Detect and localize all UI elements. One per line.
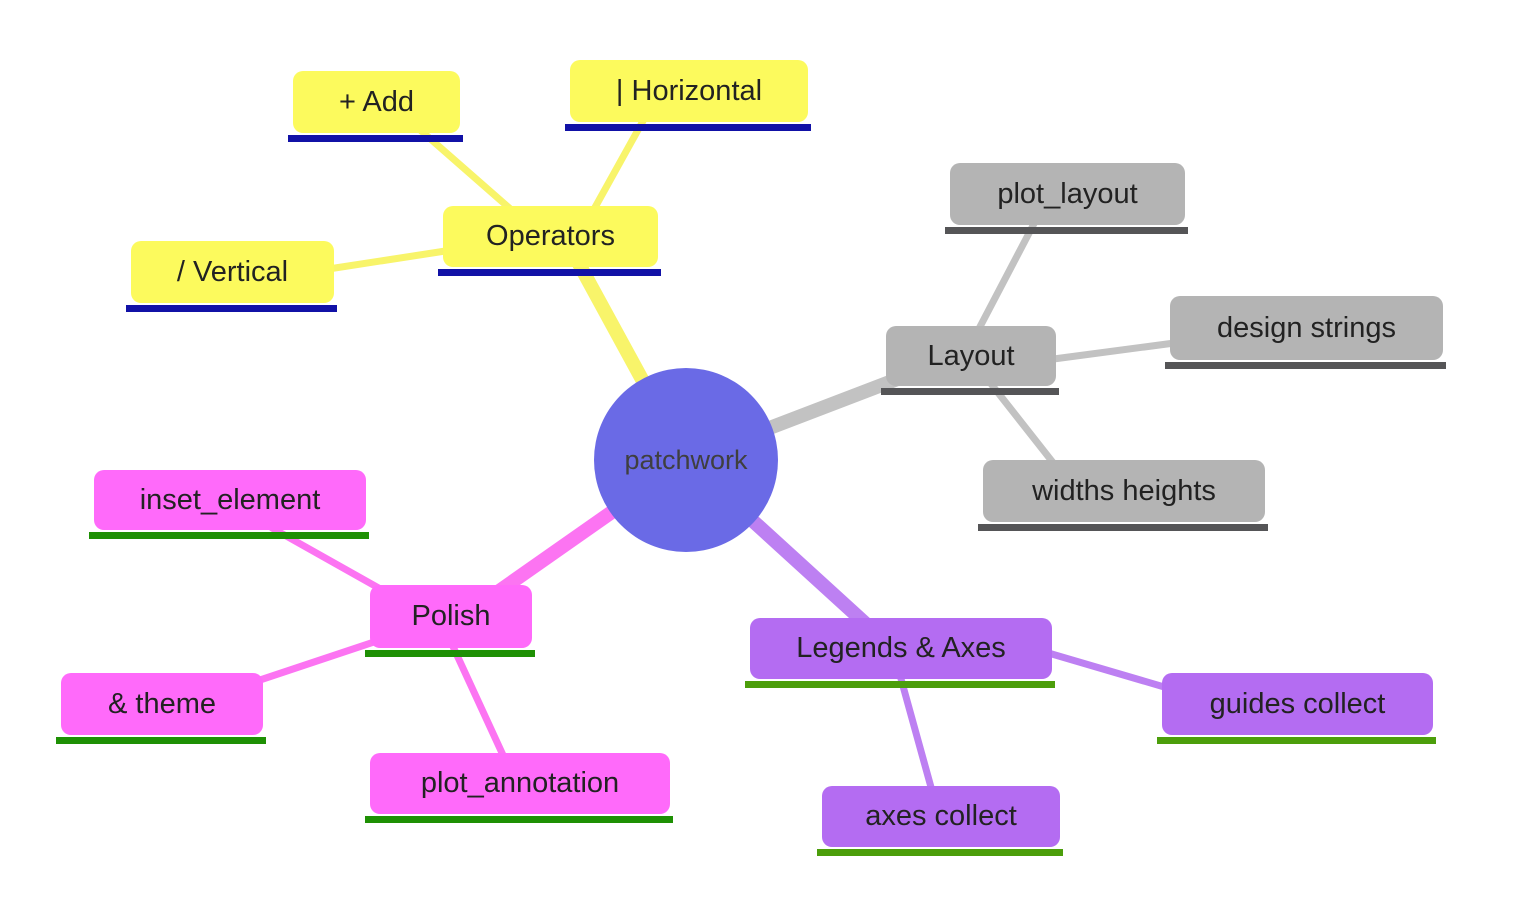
- node-design-strings[interactable]: design strings: [1165, 296, 1446, 369]
- node-label: / Vertical: [176, 255, 289, 288]
- edge-legends-axes-collect: [894, 664, 938, 802]
- node-label: guides collect: [1209, 687, 1386, 720]
- node-label: Polish: [411, 600, 491, 632]
- node-guides-collect[interactable]: guides collect: [1157, 673, 1436, 744]
- node-label: Legends & Axes: [796, 632, 1006, 664]
- node-operators[interactable]: Operators: [438, 206, 661, 276]
- edge-operators-vertical: [318, 246, 456, 274]
- center-label: patchwork: [624, 444, 748, 475]
- edge-layout-design-strings: [1042, 338, 1186, 364]
- node-label: axes collect: [865, 800, 1017, 832]
- node-polish[interactable]: Polish: [365, 585, 535, 657]
- node-horizontal[interactable]: | Horizontal: [565, 60, 811, 131]
- node-inset-element[interactable]: inset_element: [89, 470, 369, 539]
- node-label: plot_annotation: [420, 767, 620, 799]
- node-layout[interactable]: Layout: [881, 326, 1059, 395]
- node-label: Operators: [486, 220, 615, 252]
- node-label: design strings: [1217, 311, 1396, 344]
- node-label: plot_layout: [997, 177, 1138, 210]
- node-patchwork-center[interactable]: patchwork: [594, 368, 778, 552]
- node-plot-annotation[interactable]: plot_annotation: [365, 753, 673, 823]
- node-plot-layout[interactable]: plot_layout: [945, 163, 1188, 234]
- node-label: | Horizontal: [615, 74, 763, 107]
- node-vertical[interactable]: / Vertical: [126, 241, 337, 312]
- node-add[interactable]: + Add: [288, 71, 463, 142]
- edge-polish-plot-annotation: [446, 636, 512, 770]
- node-theme[interactable]: & theme: [56, 673, 266, 744]
- node-legends-axes[interactable]: Legends & Axes: [745, 618, 1055, 688]
- node-label: widths heights: [1032, 474, 1216, 507]
- node-label: & theme: [108, 687, 216, 720]
- node-label: + Add: [339, 85, 414, 118]
- node-axes-collect[interactable]: axes collect: [817, 786, 1063, 856]
- edge-layout-plot-layout: [968, 212, 1042, 346]
- node-widths-heights[interactable]: widths heights: [978, 460, 1268, 531]
- edge-layout-widths-heights: [984, 376, 1066, 478]
- node-label: Layout: [927, 339, 1015, 372]
- node-label: inset_element: [139, 483, 321, 516]
